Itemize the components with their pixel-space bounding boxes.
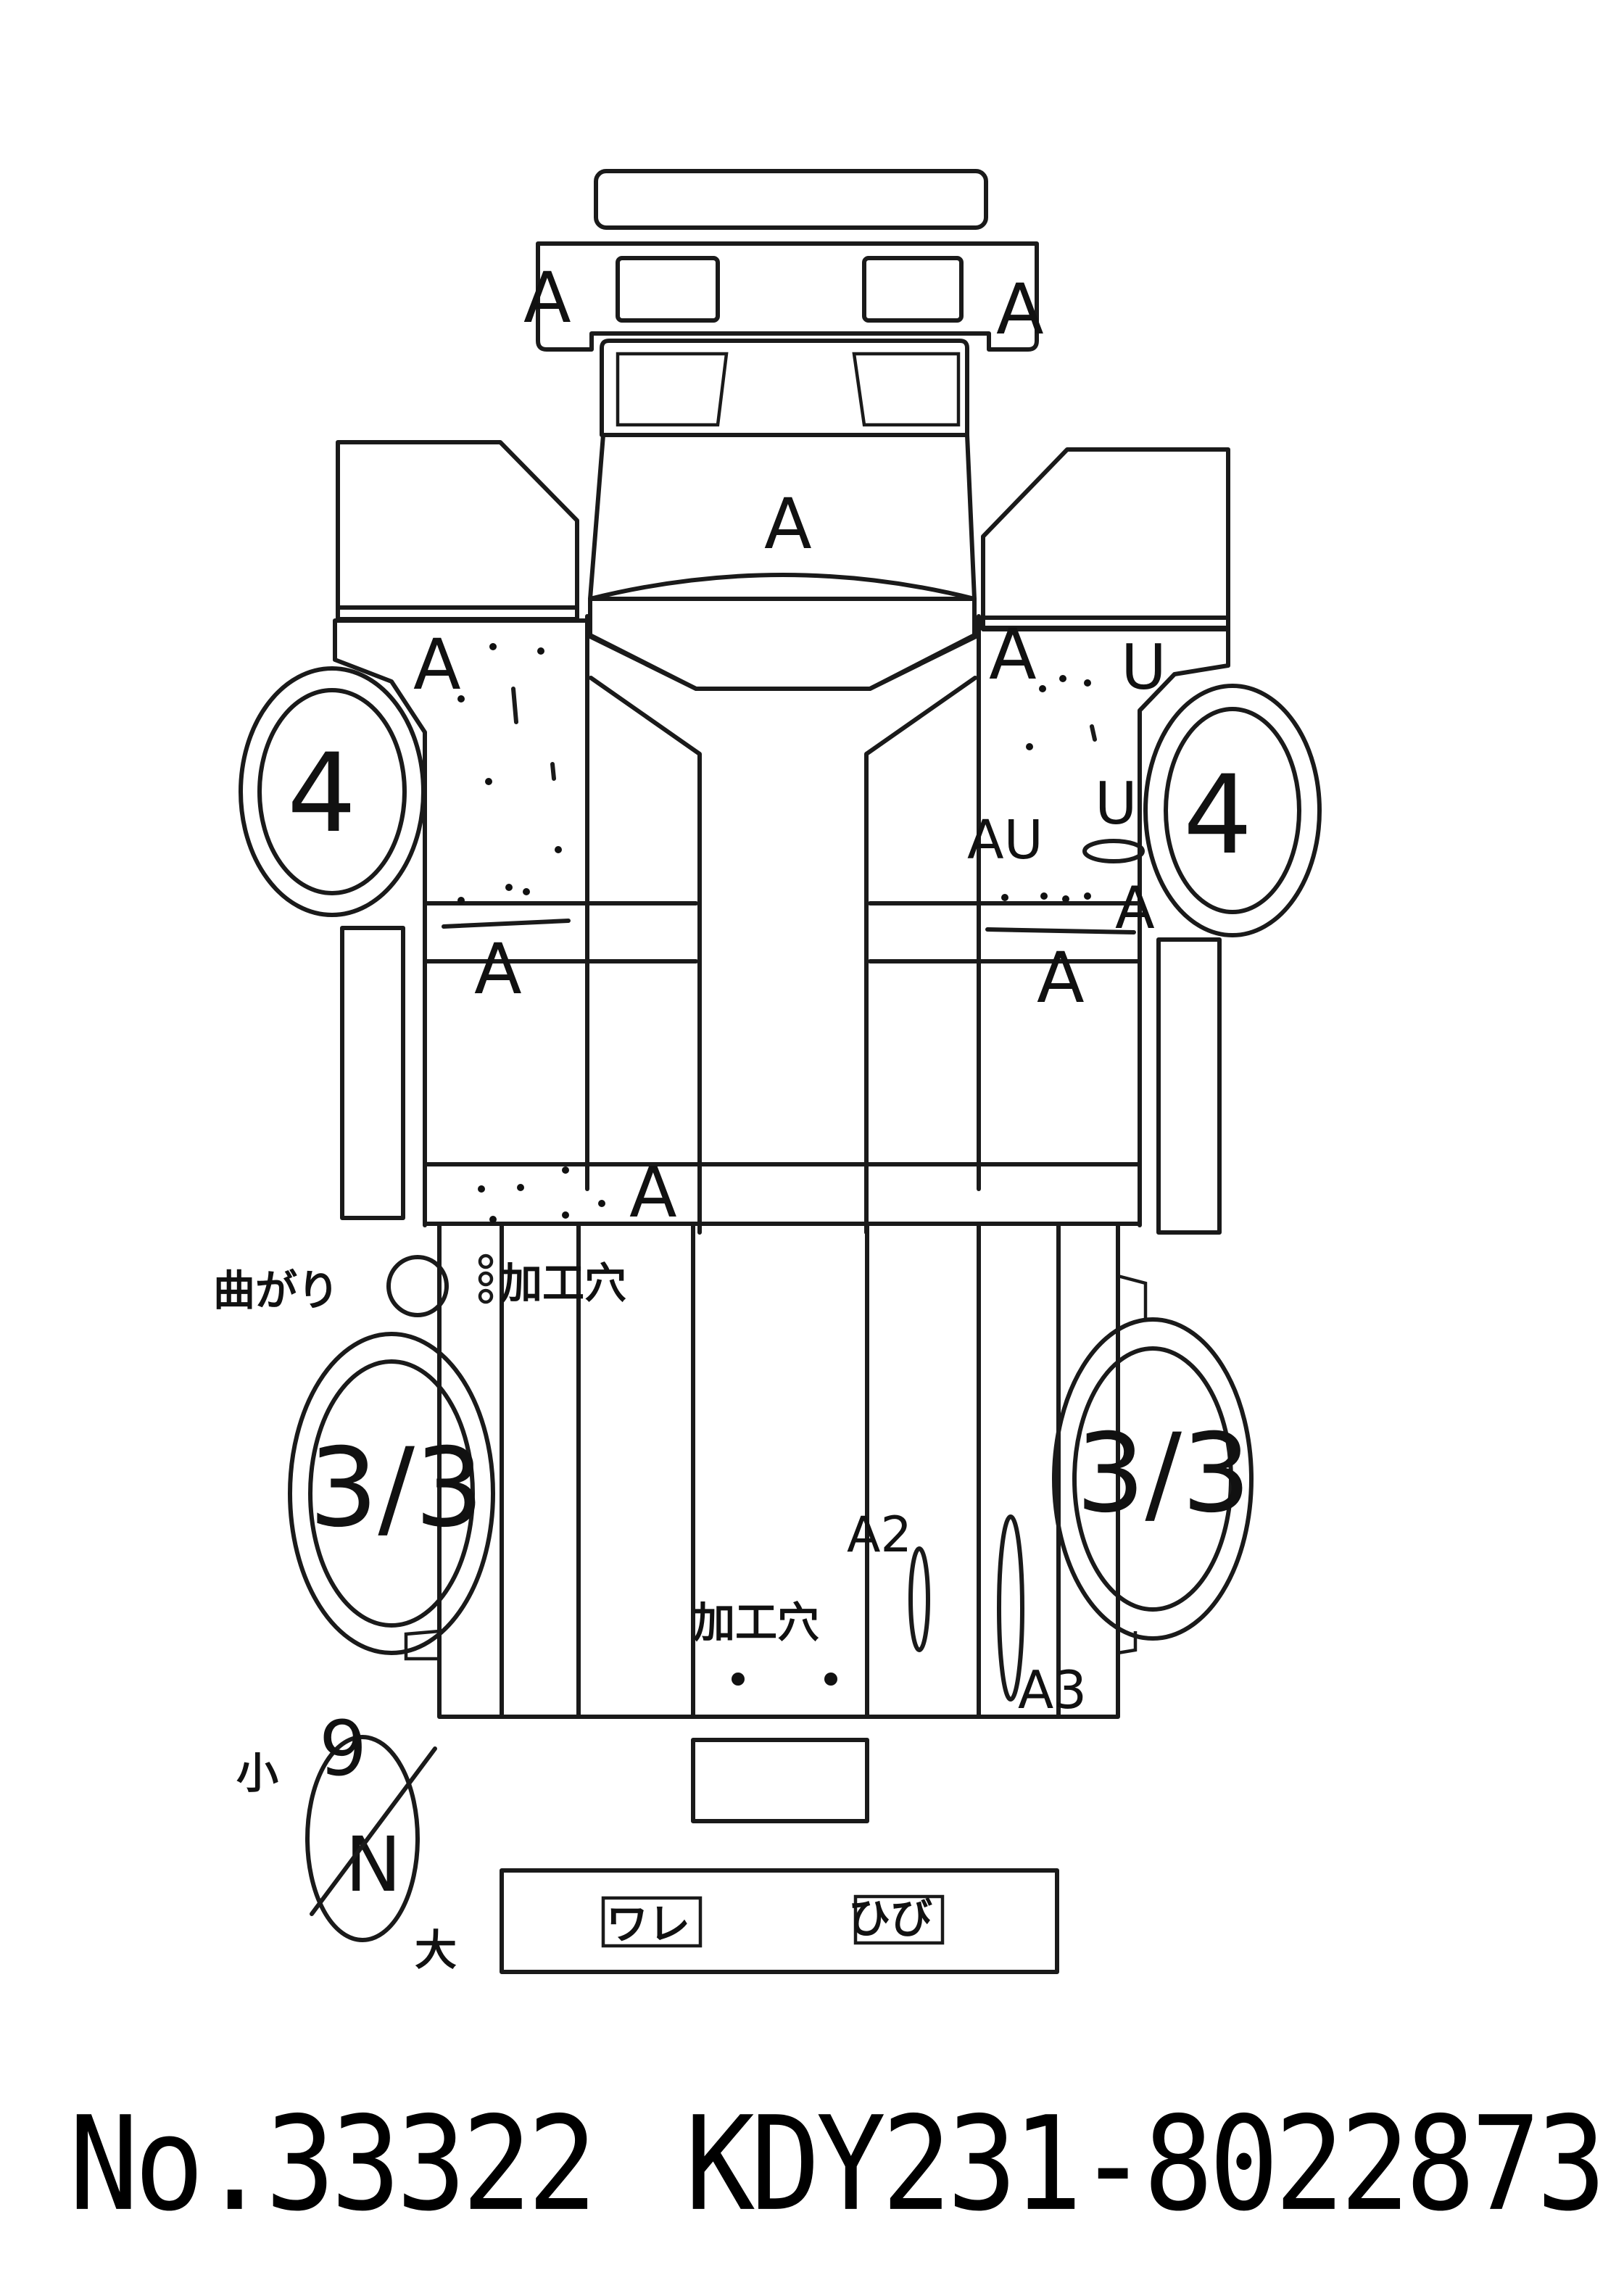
mark-front-fender-right: A — [989, 614, 1037, 695]
scratch-strokes — [386, 687, 1145, 1702]
note-spare-large: 大 — [415, 1926, 457, 1975]
mark-front-fender-right-u2: U — [1095, 770, 1138, 837]
tailgate-panel — [691, 1738, 869, 1823]
right-door-outline — [981, 447, 1230, 631]
note-bend: 曲がり — [213, 1266, 339, 1315]
tire-rear-left-grade: 3/3 — [309, 1425, 484, 1551]
mark-side-sill-right: A — [1037, 937, 1085, 1019]
tire-front-right-grade: 4 — [1183, 753, 1252, 879]
mark-front-fender-right-u: U — [1121, 631, 1167, 704]
note-spare-n: N — [345, 1820, 402, 1909]
rear-cab-panel — [423, 1162, 1142, 1226]
front-right-tire — [1143, 684, 1322, 937]
tire-front-left-grade: 4 — [287, 731, 356, 857]
rear-left-tire — [288, 1332, 495, 1655]
note-spare-small: 小 — [236, 1749, 278, 1798]
mark-front-fender-right-au: AU — [967, 809, 1043, 871]
chassis-number: KDY231-8022873 — [685, 2088, 1607, 2240]
mark-front-fender-left: A — [413, 624, 461, 705]
mark-front-bumper-right: A — [996, 269, 1044, 350]
footer: No.33322 KDY231-8022873 — [0, 2088, 1624, 2239]
mark-hood: A — [764, 484, 812, 565]
note-rear-glass-chip: ひび — [848, 1894, 932, 1943]
rear-glass-outline — [500, 1868, 1059, 1974]
mark-side-sill-left: A — [474, 929, 522, 1010]
note-spare-value: 9 — [319, 1704, 367, 1793]
damage-dots — [457, 643, 1091, 1686]
left-door-outline — [336, 440, 579, 621]
note-rear-glass-crack: ワレ — [606, 1899, 690, 1949]
note-drill-hole-1: 加工穴 — [500, 1259, 626, 1308]
spare-tire — [305, 1735, 420, 1942]
mark-front-bumper-left: A — [523, 257, 571, 339]
front-left-tire — [239, 666, 426, 917]
mark-rear-cross-member: A — [629, 1152, 677, 1233]
cargo-bed-outline — [404, 1222, 1148, 1719]
note-drill-hole-2: 加工穴 — [693, 1598, 819, 1647]
sill-lines — [423, 901, 1142, 963]
cab-roof-outline — [585, 597, 981, 1235]
lot-number: No.33322 — [69, 2088, 597, 2240]
rear-right-tire — [1052, 1317, 1254, 1641]
tire-rear-right-grade: 3/3 — [1076, 1411, 1251, 1537]
front-grille-outline — [536, 241, 1039, 352]
headlamps-outline — [600, 339, 969, 437]
mark-front-fender-right-a: A — [1115, 874, 1155, 942]
mark-bed-a3: A3 — [1018, 1659, 1087, 1720]
front-bumper-outline — [594, 169, 988, 230]
mark-bed-a2: A2 — [847, 1507, 912, 1564]
